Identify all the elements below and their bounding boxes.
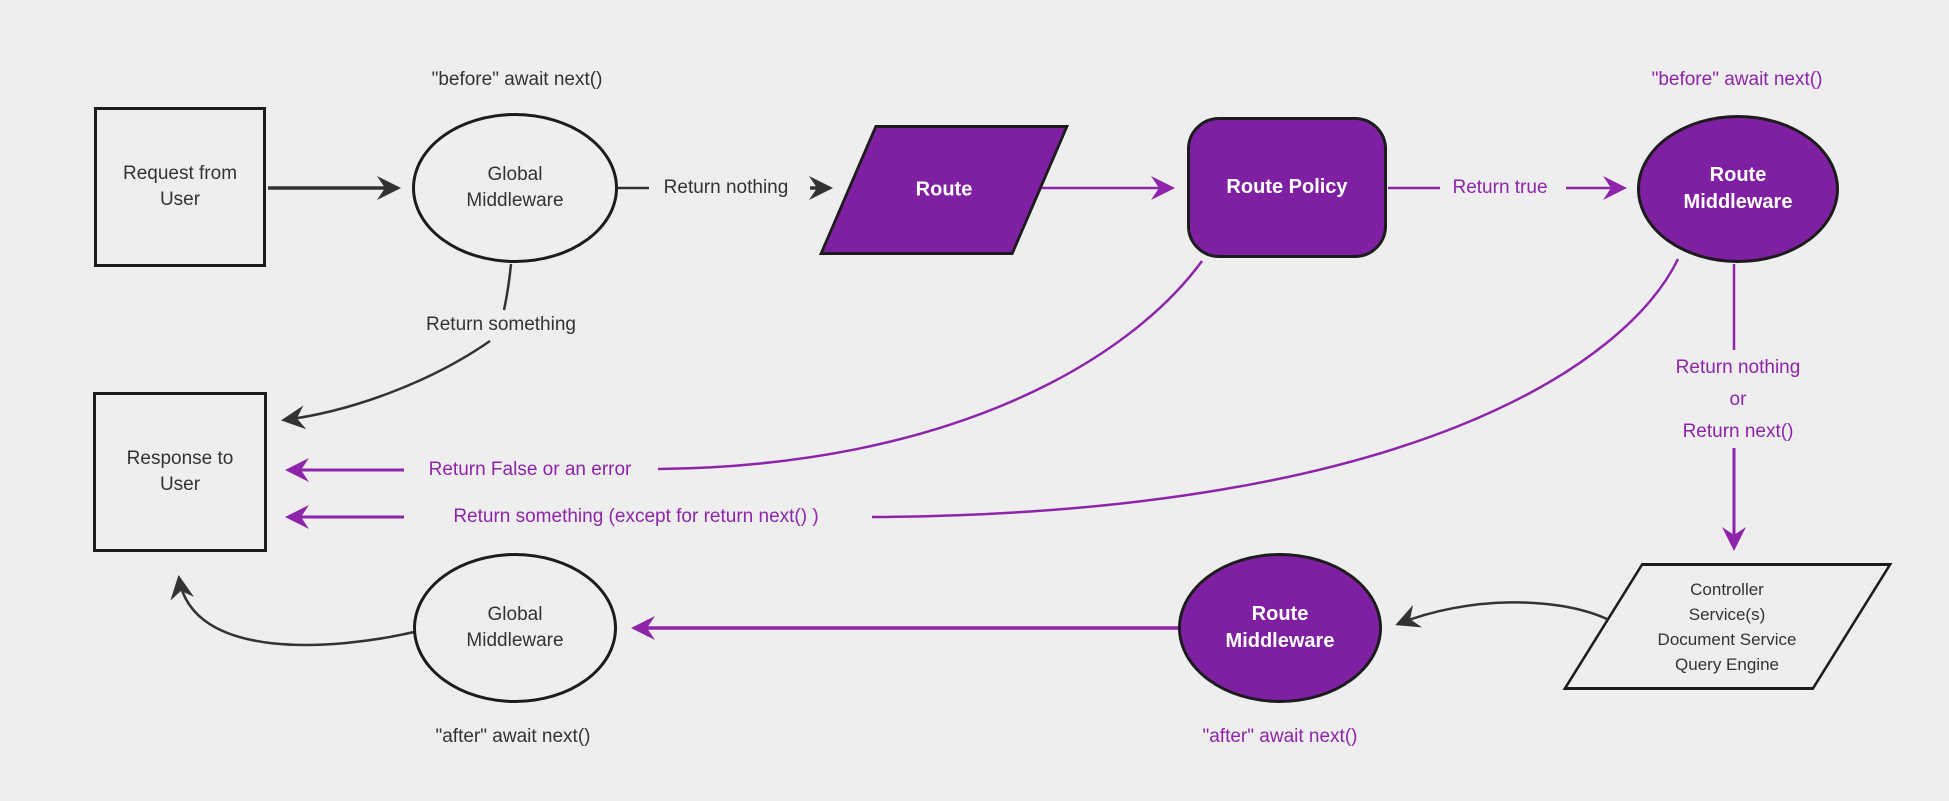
edge-label-return-nothing-or-next: Return nothing or Return next() bbox=[1676, 352, 1801, 448]
edge-returnsomething-to-response bbox=[281, 339, 491, 430]
node-label-line: Middleware bbox=[466, 630, 564, 651]
edge-label-return-true: Return true bbox=[1452, 177, 1548, 198]
node-label-line: Route bbox=[1709, 164, 1767, 186]
edge-label-return-nothing: Return nothing bbox=[663, 177, 789, 198]
node-label-line: Route Policy bbox=[1226, 176, 1348, 198]
node-route-label: Route bbox=[915, 178, 973, 201]
node-label-line: Controller bbox=[1690, 580, 1764, 599]
edge-globalmw-bottom-to-response bbox=[170, 575, 415, 647]
node-label-line: Route bbox=[1251, 603, 1309, 625]
edge-label-line: or bbox=[1729, 389, 1747, 410]
edge-services-to-routemw-bottom bbox=[1395, 601, 1608, 628]
node-services-label: Controller Service(s) Document Service Q… bbox=[1658, 577, 1797, 677]
edge-label-return-false: Return False or an error bbox=[428, 459, 632, 480]
node-label-line: Middleware bbox=[1683, 191, 1793, 213]
edge-label-after-global: "after" await next() bbox=[435, 726, 591, 747]
edge-label-line: Return nothing bbox=[1675, 357, 1801, 378]
node-route-policy: Route Policy bbox=[1187, 117, 1387, 258]
node-label-line: Response to bbox=[126, 448, 234, 469]
node-label-line: Request from bbox=[122, 163, 238, 184]
node-response-to-user: Response to User bbox=[93, 392, 267, 552]
node-label-line: User bbox=[159, 474, 201, 495]
edge-label-before-route: "before" await next() bbox=[1651, 69, 1823, 90]
edge-label-return-something: Return something bbox=[426, 314, 576, 335]
node-label-line: Middleware bbox=[1225, 630, 1335, 652]
node-route-middleware-bottom: Route Middleware bbox=[1178, 553, 1382, 703]
node-global-middleware-top: Global Middleware bbox=[412, 113, 618, 263]
node-label-line: Global bbox=[487, 604, 543, 625]
edge-label-return-something-except: Return something (except for return next… bbox=[453, 506, 819, 527]
edge-policy-to-falselabel bbox=[657, 260, 1204, 471]
node-label-line: Document Service bbox=[1657, 630, 1797, 649]
edge-routemw-to-exceptlabel bbox=[871, 258, 1680, 519]
node-request-from-user: Request from User bbox=[94, 107, 266, 267]
node-label-line: Global bbox=[487, 164, 543, 185]
node-label-line: Middleware bbox=[466, 190, 564, 211]
edge-globalmw-top-stub bbox=[502, 263, 513, 311]
edge-label-after-route: "after" await next() bbox=[1202, 726, 1358, 747]
node-label-line: Service(s) bbox=[1688, 605, 1766, 624]
edge-label-line: Return next() bbox=[1682, 421, 1794, 442]
edge-label-before-global: "before" await next() bbox=[431, 69, 603, 90]
node-label-line: Query Engine bbox=[1675, 655, 1779, 674]
node-global-middleware-bottom: Global Middleware bbox=[413, 553, 617, 703]
node-route-middleware-top: Route Middleware bbox=[1637, 115, 1839, 263]
node-label-line: User bbox=[159, 189, 201, 210]
